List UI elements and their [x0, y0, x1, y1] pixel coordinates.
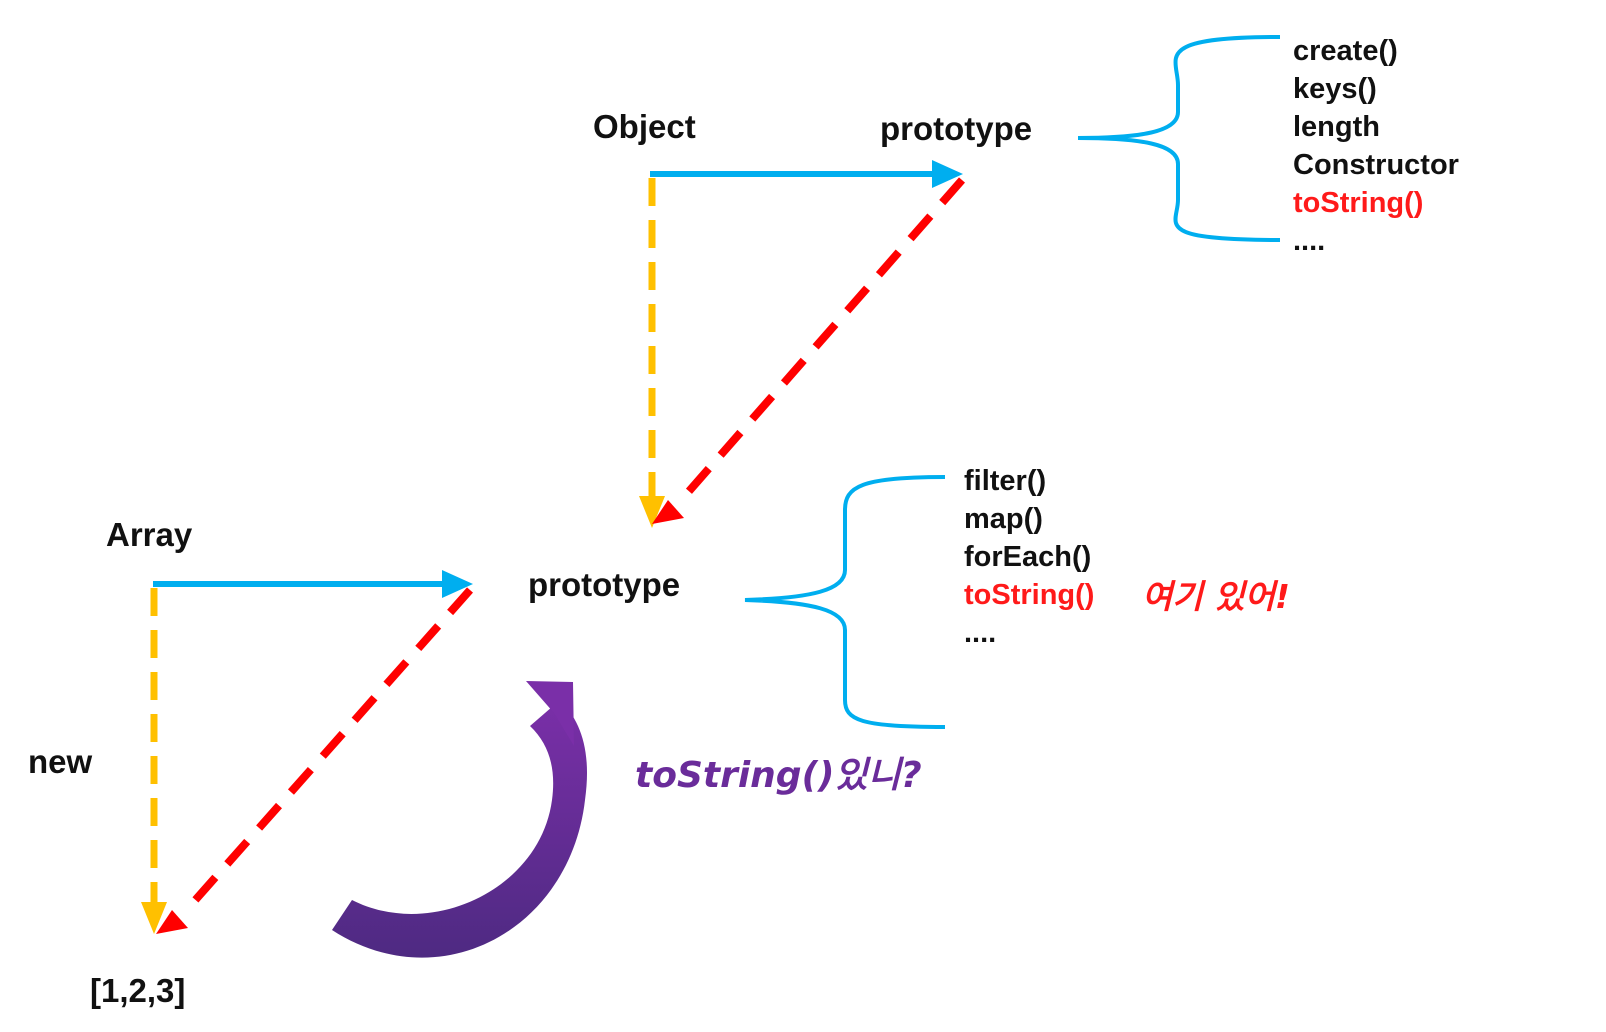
instance-label: [1,2,3]	[90, 972, 186, 1009]
member-tostring-highlight: toString()	[1293, 187, 1424, 219]
member-ellipsis: ....	[964, 617, 997, 649]
instance-proto-chain-arrow	[156, 587, 473, 934]
member-constructor: Constructor	[1293, 149, 1459, 181]
member-ellipsis: ....	[1293, 225, 1326, 257]
member-foreach: forEach()	[964, 541, 1092, 573]
array-label: Array	[106, 516, 193, 553]
member-keys: keys()	[1293, 73, 1377, 105]
new-label: new	[28, 743, 93, 780]
array-to-prototype-arrow	[153, 570, 473, 598]
member-filter: filter()	[964, 465, 1047, 497]
array-new-dashed-arrow	[141, 588, 167, 934]
member-tostring-highlight: toString()	[964, 579, 1095, 611]
object-new-dashed-arrow	[639, 178, 665, 528]
object-label: Object	[593, 108, 696, 145]
lookup-curved-arrow	[332, 681, 588, 958]
array-prototype-brace	[744, 475, 946, 729]
array-prototype-member-list: filter() map() forEach() toString() ....	[964, 462, 1094, 652]
object-prototype-brace	[1077, 35, 1281, 242]
array-prototype-proto-chain-arrow	[652, 177, 966, 524]
member-map: map()	[964, 503, 1043, 535]
found-here-annotation: 여기 있어!	[1142, 577, 1290, 616]
member-create: create()	[1293, 35, 1398, 67]
member-length: length	[1293, 111, 1380, 143]
array-prototype-label: prototype	[528, 566, 681, 603]
object-to-prototype-arrow	[650, 160, 963, 188]
object-prototype-label: prototype	[880, 110, 1033, 147]
lookup-question-annotation: toString()있니?	[635, 755, 922, 796]
object-prototype-member-list: create() keys() length Constructor toStr…	[1293, 32, 1459, 260]
